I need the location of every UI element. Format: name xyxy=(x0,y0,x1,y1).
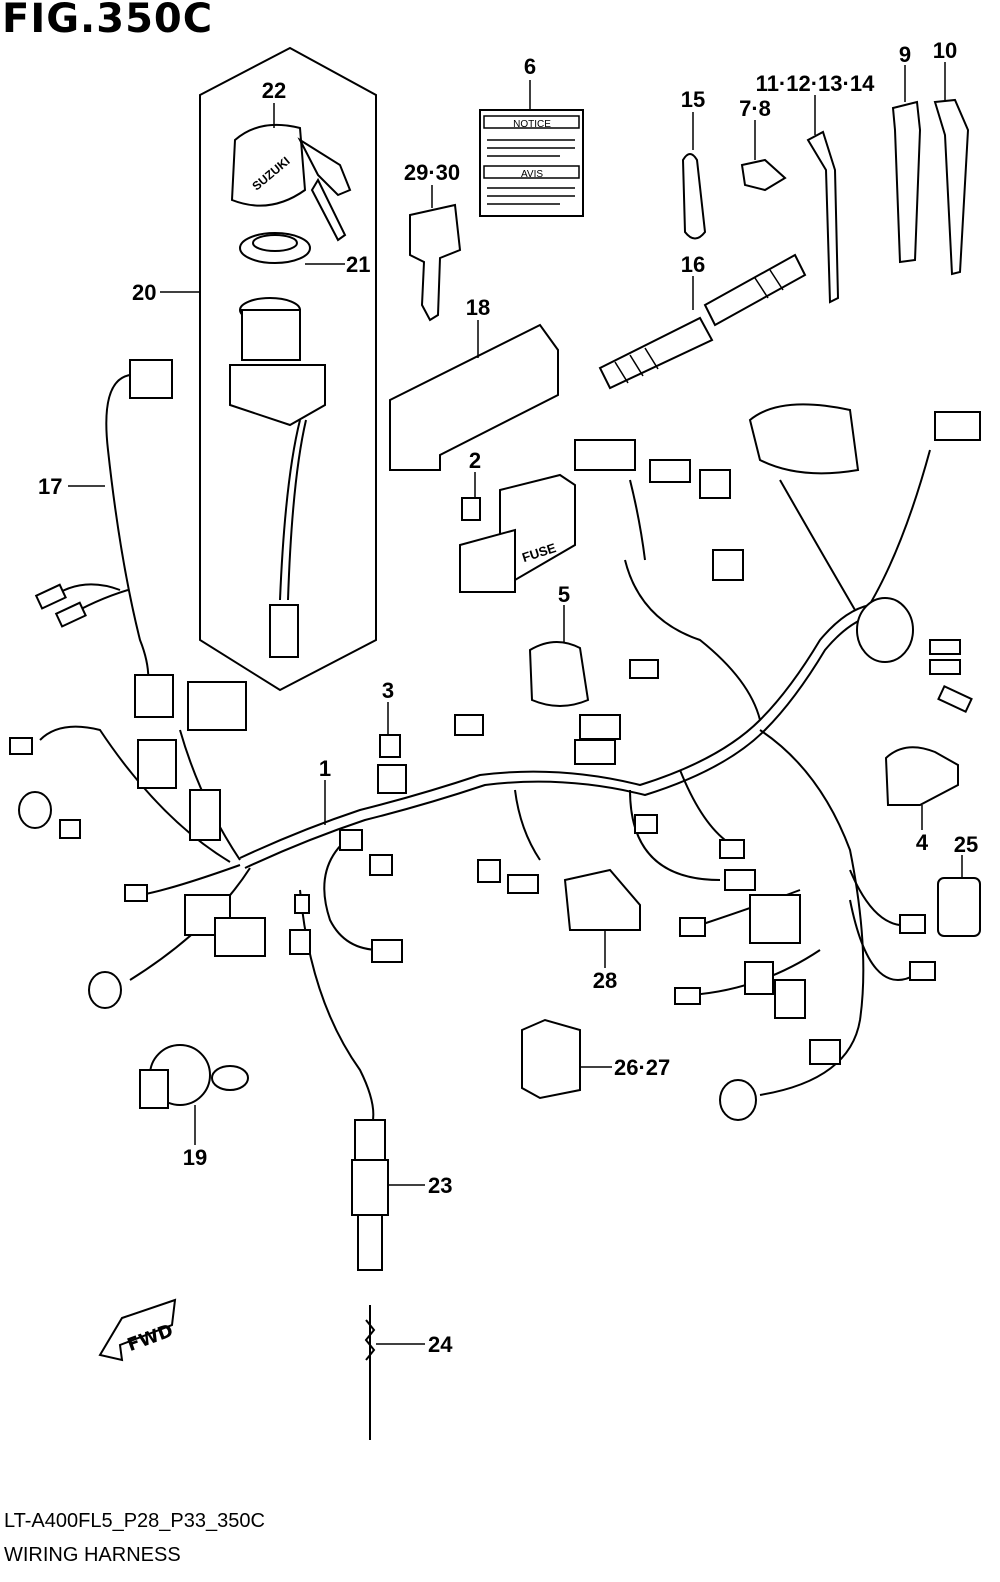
diagram-caption: WIRING HARNESS xyxy=(4,1544,181,1566)
notice-header: NOTICE xyxy=(513,119,551,130)
callout-25: 25 xyxy=(954,832,978,857)
callouts: 22 21 20 6 29·30 15 7·8 11·12·13·14 9 10… xyxy=(38,38,978,1357)
cable-tie-part-10 xyxy=(933,98,970,276)
fuse-bracket-part xyxy=(389,323,559,471)
leader-lines xyxy=(68,62,963,1345)
callout-26-27: 26·27 xyxy=(614,1055,670,1080)
callout-3: 3 xyxy=(382,678,394,703)
cap-part-5 xyxy=(528,641,590,707)
callout-7-8: 7·8 xyxy=(739,96,771,121)
o2-sensor-part-23 xyxy=(351,1119,389,1440)
cable-tie-part-11-14 xyxy=(806,130,840,304)
clamp-part-15 xyxy=(681,153,707,240)
callout-9: 9 xyxy=(899,42,911,67)
sub-harness-17 xyxy=(34,359,174,718)
fuse-part-3 xyxy=(379,734,401,758)
ignition-switch-group: SUZUKI xyxy=(199,46,377,692)
harness-connectors xyxy=(9,403,981,1121)
callout-18: 18 xyxy=(466,295,490,320)
callout-1: 1 xyxy=(319,756,331,781)
relay-part-26-27 xyxy=(521,1018,581,1100)
fuse-box-group: FUSE xyxy=(459,473,576,593)
fuse-holder xyxy=(377,764,407,794)
protector-tube-part xyxy=(598,253,807,390)
callout-19: 19 xyxy=(183,1145,207,1170)
fwd-arrow: FWD xyxy=(98,1298,177,1362)
callout-24: 24 xyxy=(428,1332,453,1357)
cover-part-4 xyxy=(884,746,959,806)
figure-title: FIG.350C xyxy=(2,0,214,42)
callout-11-14: 11·12·13·14 xyxy=(756,71,875,96)
callout-5: 5 xyxy=(558,582,570,607)
avis-header: AVIS xyxy=(521,169,543,180)
key-blank-part xyxy=(409,203,462,322)
callout-16: 16 xyxy=(681,252,705,277)
band-part-9 xyxy=(891,100,922,264)
callout-17: 17 xyxy=(38,474,62,499)
callout-20: 20 xyxy=(132,280,156,305)
callout-15: 15 xyxy=(681,87,705,112)
sensor-part-19 xyxy=(139,1044,249,1109)
callout-4: 4 xyxy=(916,830,929,855)
callout-10: 10 xyxy=(933,38,957,63)
callout-23: 23 xyxy=(428,1173,452,1198)
callout-2: 2 xyxy=(469,448,481,473)
callout-28: 28 xyxy=(593,968,617,993)
bracket-part-28 xyxy=(563,868,641,931)
callout-29-30: 29·30 xyxy=(404,160,460,185)
model-code: LT-A400FL5_P28_P33_350C xyxy=(4,1510,265,1532)
callout-21: 21 xyxy=(346,252,370,277)
callout-22: 22 xyxy=(262,78,286,103)
relay-part-25 xyxy=(937,877,981,937)
clamp-part-7-8 xyxy=(740,158,787,192)
notice-label-part: NOTICE AVIS xyxy=(479,109,584,217)
callout-6: 6 xyxy=(524,54,536,79)
